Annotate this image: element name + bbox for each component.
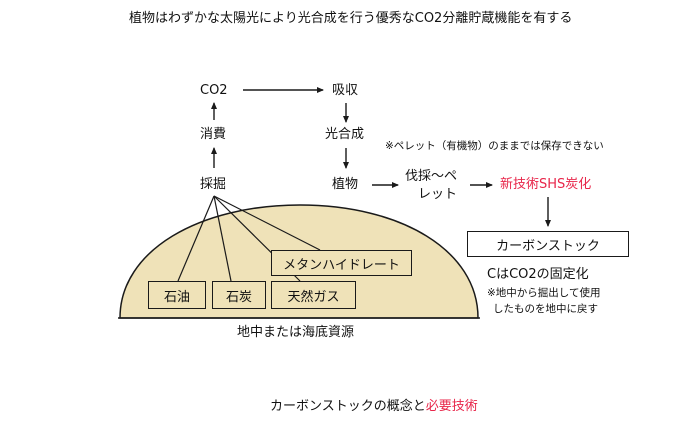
node-new-tech: 新技術SHS炭化 [500,177,592,192]
resource-oil-box: 石油 [148,281,206,309]
node-co2: CO2 [200,83,228,98]
node-consume: 消費 [200,127,227,142]
diagram-title: 植物はわずかな太陽光により光合成を行う優秀なCO2分離貯蔵機能を有する [129,11,573,26]
resource-gas-box: 天然ガス [271,281,356,309]
carbon-stock-box: カーボンストック [467,231,629,257]
resource-coal-box: 石炭 [212,281,266,309]
node-photosynthesis: 光合成 [325,127,365,142]
pellet-note: ※ペレット（有機物）のままでは保存できない [385,140,604,152]
reburial-note-line1: ※地中から掘出して使用 [487,287,601,299]
figure-caption-highlight: 必要技術 [425,399,478,414]
figure-caption: カーボンストックの概念と必要技術 [270,400,478,413]
extract-line-oil [177,195,215,282]
extract-line-methane [213,195,321,251]
figure-caption-prefix: カーボンストックの概念と [270,399,426,414]
node-harvest-line2: レット [418,187,458,202]
node-extract: 採掘 [200,177,227,192]
resource-methane-box: メタンハイドレート [271,250,412,276]
node-harvest-line1: 伐採～ペ [405,169,458,184]
fixation-note: CはCO2の固定化 [487,267,589,282]
reburial-note-line2: したものを地中に戻す [493,303,598,315]
node-plant: 植物 [332,177,359,192]
extract-line-coal [213,195,232,282]
node-absorb: 吸収 [332,83,359,98]
resources-caption: 地中または海底資源 [237,325,355,340]
